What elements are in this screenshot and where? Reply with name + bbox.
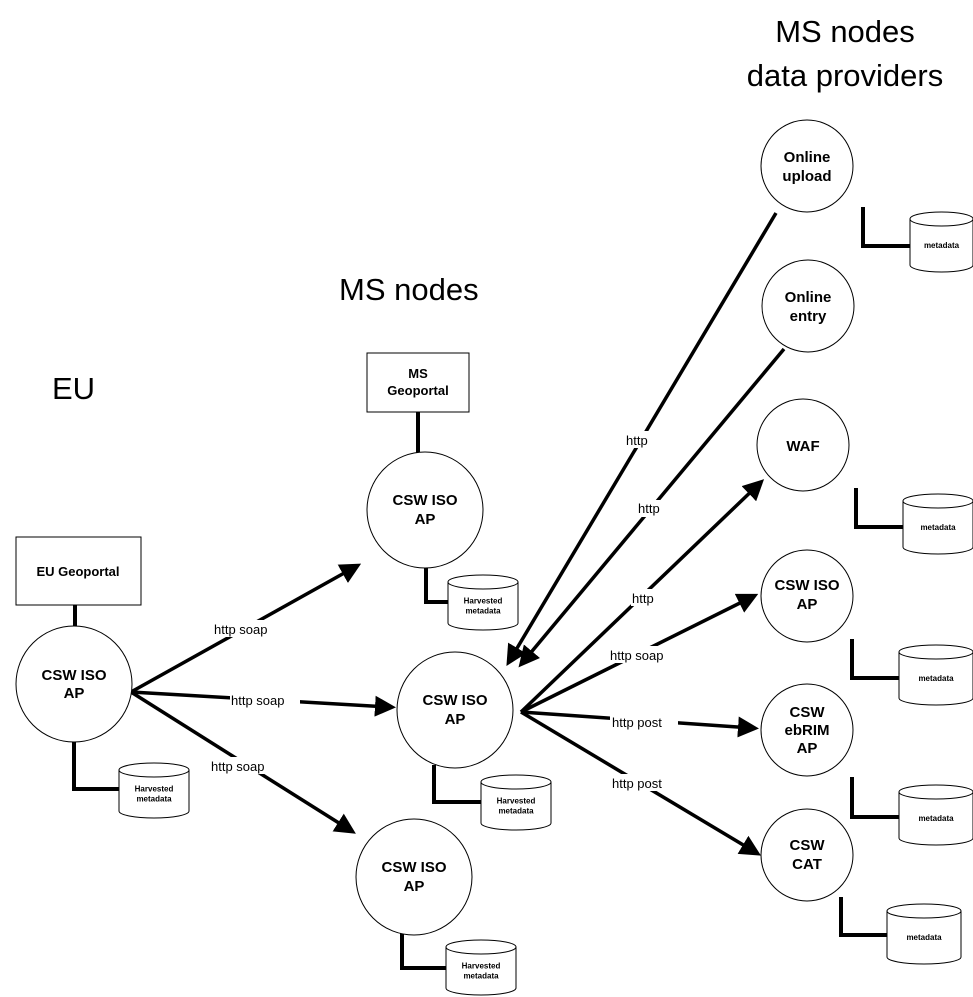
edge-label-ebrim: http post: [612, 715, 662, 730]
edge-label-waf: http: [632, 591, 654, 606]
database-label: metadata: [920, 523, 956, 532]
database-waf: metadata: [902, 493, 973, 555]
svg-text:CSW ISO: CSW ISO: [422, 692, 487, 709]
node-online-entry: Online entry: [761, 259, 855, 353]
svg-text:Geoportal: Geoportal: [387, 383, 448, 398]
svg-text:upload: upload: [782, 168, 831, 185]
edge-label-entry: http: [638, 501, 660, 516]
svg-text:CSW ISO: CSW ISO: [381, 859, 446, 876]
databases: HarvestedmetadataHarvestedmetadataHarves…: [118, 211, 973, 996]
database-label: Harvested: [135, 785, 174, 794]
svg-text:MS: MS: [408, 366, 428, 381]
database-label: metadata: [498, 807, 534, 816]
svg-text:entry: entry: [790, 308, 827, 325]
node-ms-bottom-csw-iso-ap: CSW ISO AP: [355, 818, 473, 936]
edge-label-cat: http post: [612, 776, 662, 791]
node-online-upload: Online upload: [760, 119, 854, 213]
heading-providers-line1: MS nodes: [775, 14, 915, 49]
svg-text:AP: AP: [415, 511, 436, 528]
database-label: metadata: [924, 241, 960, 250]
svg-text:AP: AP: [797, 596, 818, 613]
svg-text:EU Geoportal: EU Geoportal: [36, 564, 119, 579]
edge-label-eu-to-mid: http soap: [231, 693, 285, 708]
database-label: Harvested: [497, 797, 536, 806]
heading-providers-line2: data providers: [747, 58, 943, 93]
svg-text:CAT: CAT: [792, 856, 822, 873]
svg-text:CSW ISO: CSW ISO: [41, 667, 106, 684]
edge-label-eu-to-top: http soap: [214, 622, 268, 637]
edge-labels: http soap http soap http soap http http …: [210, 431, 678, 791]
database-label: metadata: [918, 674, 954, 683]
svg-text:Online: Online: [785, 289, 832, 306]
heading-eu: EU: [52, 371, 95, 406]
svg-text:CSW: CSW: [790, 837, 826, 854]
node-waf: WAF: [756, 398, 850, 492]
database-label: metadata: [463, 972, 499, 981]
database-label: metadata: [918, 814, 954, 823]
node-dp-csw-iso-ap: CSW ISO AP: [760, 549, 854, 643]
ms-geoportal-box: MS Geoportal: [366, 352, 470, 413]
heading-ms-nodes: MS nodes: [339, 272, 479, 307]
svg-text:Online: Online: [784, 149, 831, 166]
svg-text:AP: AP: [404, 878, 425, 895]
database-label: metadata: [906, 933, 942, 942]
svg-text:WAF: WAF: [786, 438, 819, 455]
edge-label-eu-to-bottom: http soap: [211, 759, 265, 774]
database-dp-csw-ebrim: metadata: [898, 784, 973, 846]
database-dp-csw-iso: metadata: [898, 644, 973, 706]
svg-text:CSW: CSW: [790, 704, 826, 721]
database-dp-csw-cat: metadata: [886, 903, 962, 965]
connectors: [72, 207, 910, 970]
node-ms-top-csw-iso-ap: CSW ISO AP: [366, 451, 484, 569]
edge-label-upload: http: [626, 433, 648, 448]
database-label: Harvested: [462, 962, 501, 971]
database-label: metadata: [136, 795, 172, 804]
svg-text:CSW ISO: CSW ISO: [774, 577, 839, 594]
svg-text:CSW ISO: CSW ISO: [392, 492, 457, 509]
database-label: Harvested: [464, 597, 503, 606]
svg-text:ebRIM: ebRIM: [785, 722, 830, 739]
database-online-upload: metadata: [909, 211, 973, 273]
svg-text:AP: AP: [445, 711, 466, 728]
database-label: metadata: [465, 607, 501, 616]
node-eu-csw-iso-ap: CSW ISO AP: [15, 625, 133, 743]
edge-label-csw-iso: http soap: [610, 648, 664, 663]
eu-geoportal-box: EU Geoportal: [15, 536, 142, 606]
node-dp-csw-ebrim-ap: CSW ebRIM AP: [760, 683, 854, 777]
node-dp-csw-cat: CSW CAT: [760, 808, 854, 902]
node-ms-mid-csw-iso-ap: CSW ISO AP: [396, 651, 514, 769]
svg-text:AP: AP: [64, 685, 85, 702]
svg-text:AP: AP: [797, 740, 818, 757]
